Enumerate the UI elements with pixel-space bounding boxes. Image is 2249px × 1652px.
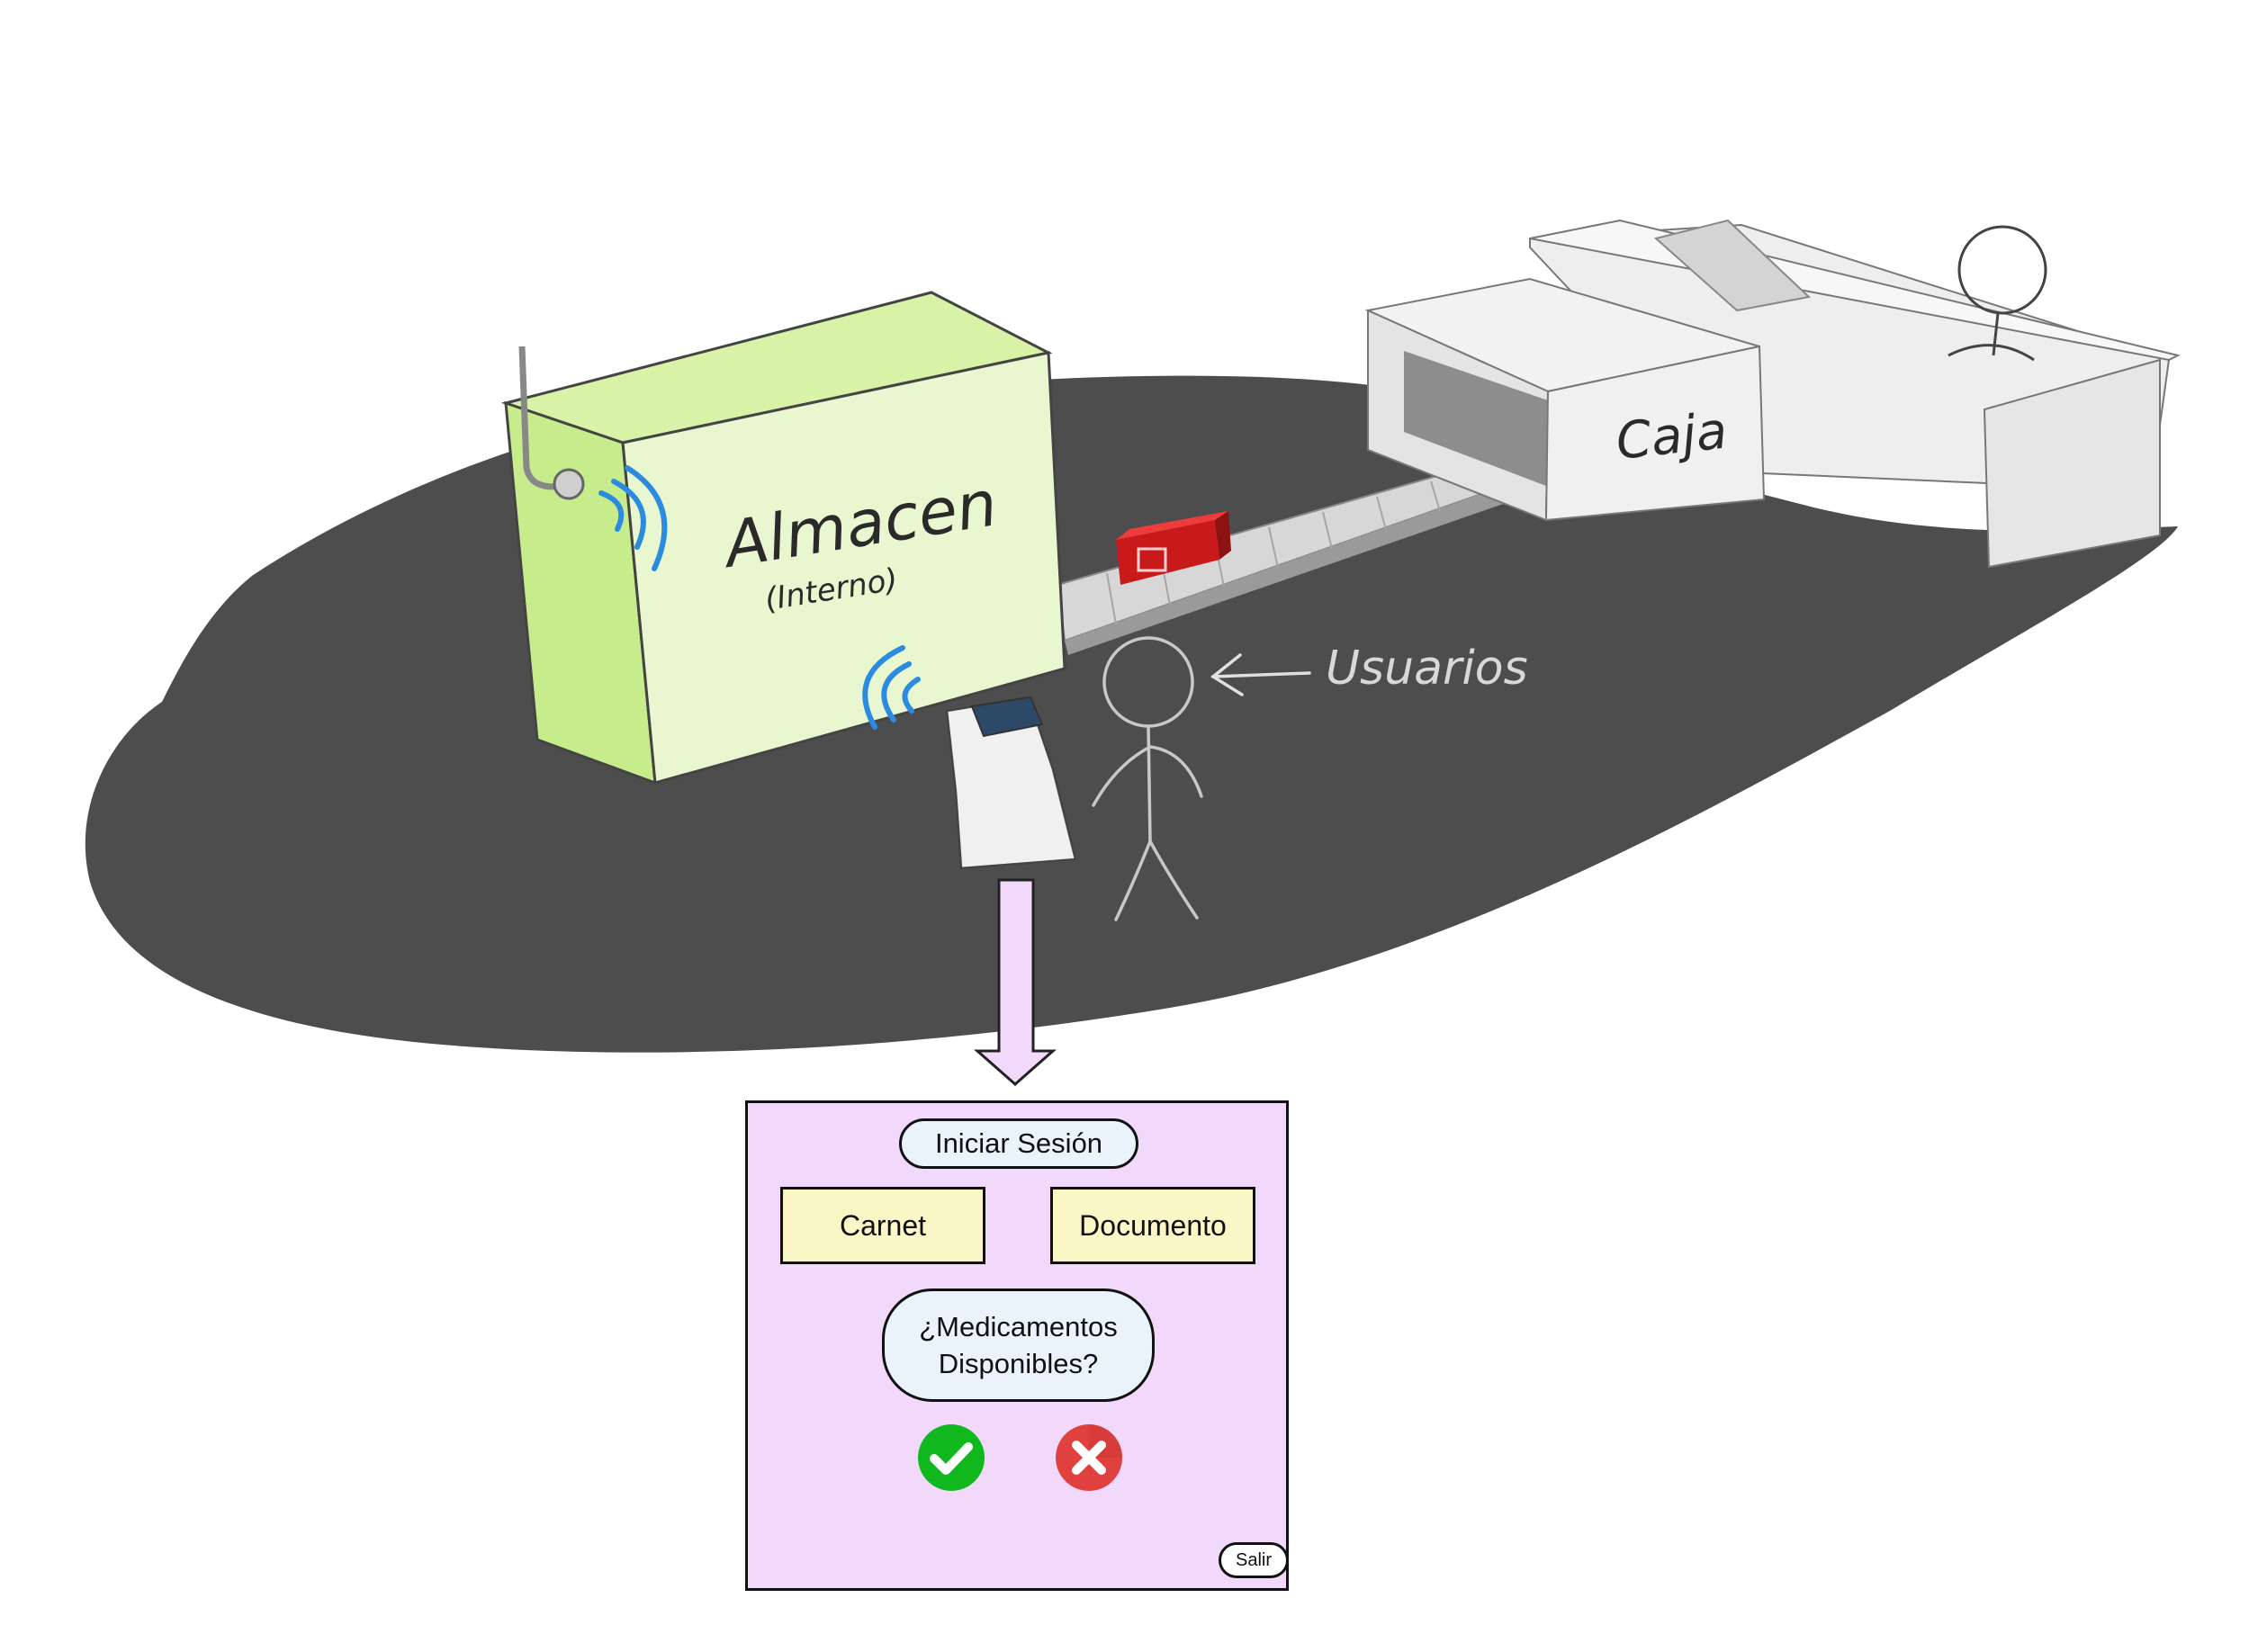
check-icon[interactable] [916, 1423, 986, 1493]
medicine-box [1116, 511, 1231, 585]
available-medicines-button[interactable]: ¿Medicamentos Disponibles? [882, 1288, 1155, 1402]
user-figure [1092, 636, 1203, 921]
carnet-button-label: Carnet [839, 1208, 927, 1242]
checkout-label: Caja [1614, 401, 1730, 471]
available-medicines-line1: ¿Medicamentos [919, 1311, 1118, 1342]
users-label: Usuarios [1326, 642, 1528, 696]
cross-icon[interactable] [1054, 1423, 1124, 1493]
users-pointer-arrow [1210, 653, 1311, 696]
available-medicines-line2: Disponibles? [938, 1348, 1099, 1379]
signal-icon [598, 465, 668, 571]
warehouse-box [500, 291, 1066, 786]
login-button-label: Iniciar Sesión [934, 1127, 1103, 1159]
carnet-button[interactable]: Carnet [780, 1187, 985, 1264]
login-button[interactable]: Iniciar Sesión [899, 1118, 1138, 1169]
signal-icon [862, 645, 921, 730]
kiosk-screen-panel: Iniciar Sesión Carnet Documento ¿Medicam… [745, 1100, 1289, 1591]
available-medicines-label: ¿Medicamentos Disponibles? [919, 1308, 1118, 1382]
cashier-figure [1948, 225, 2047, 362]
antenna [518, 346, 585, 500]
checkout-counter [1364, 219, 2181, 569]
kiosk [945, 696, 1077, 870]
documento-button[interactable]: Documento [1050, 1187, 1255, 1264]
exit-button[interactable]: Salir [1219, 1542, 1289, 1578]
kiosk-to-panel-arrow [974, 878, 1057, 1086]
exit-button-label: Salir [1235, 1549, 1272, 1570]
documento-button-label: Documento [1079, 1208, 1227, 1242]
